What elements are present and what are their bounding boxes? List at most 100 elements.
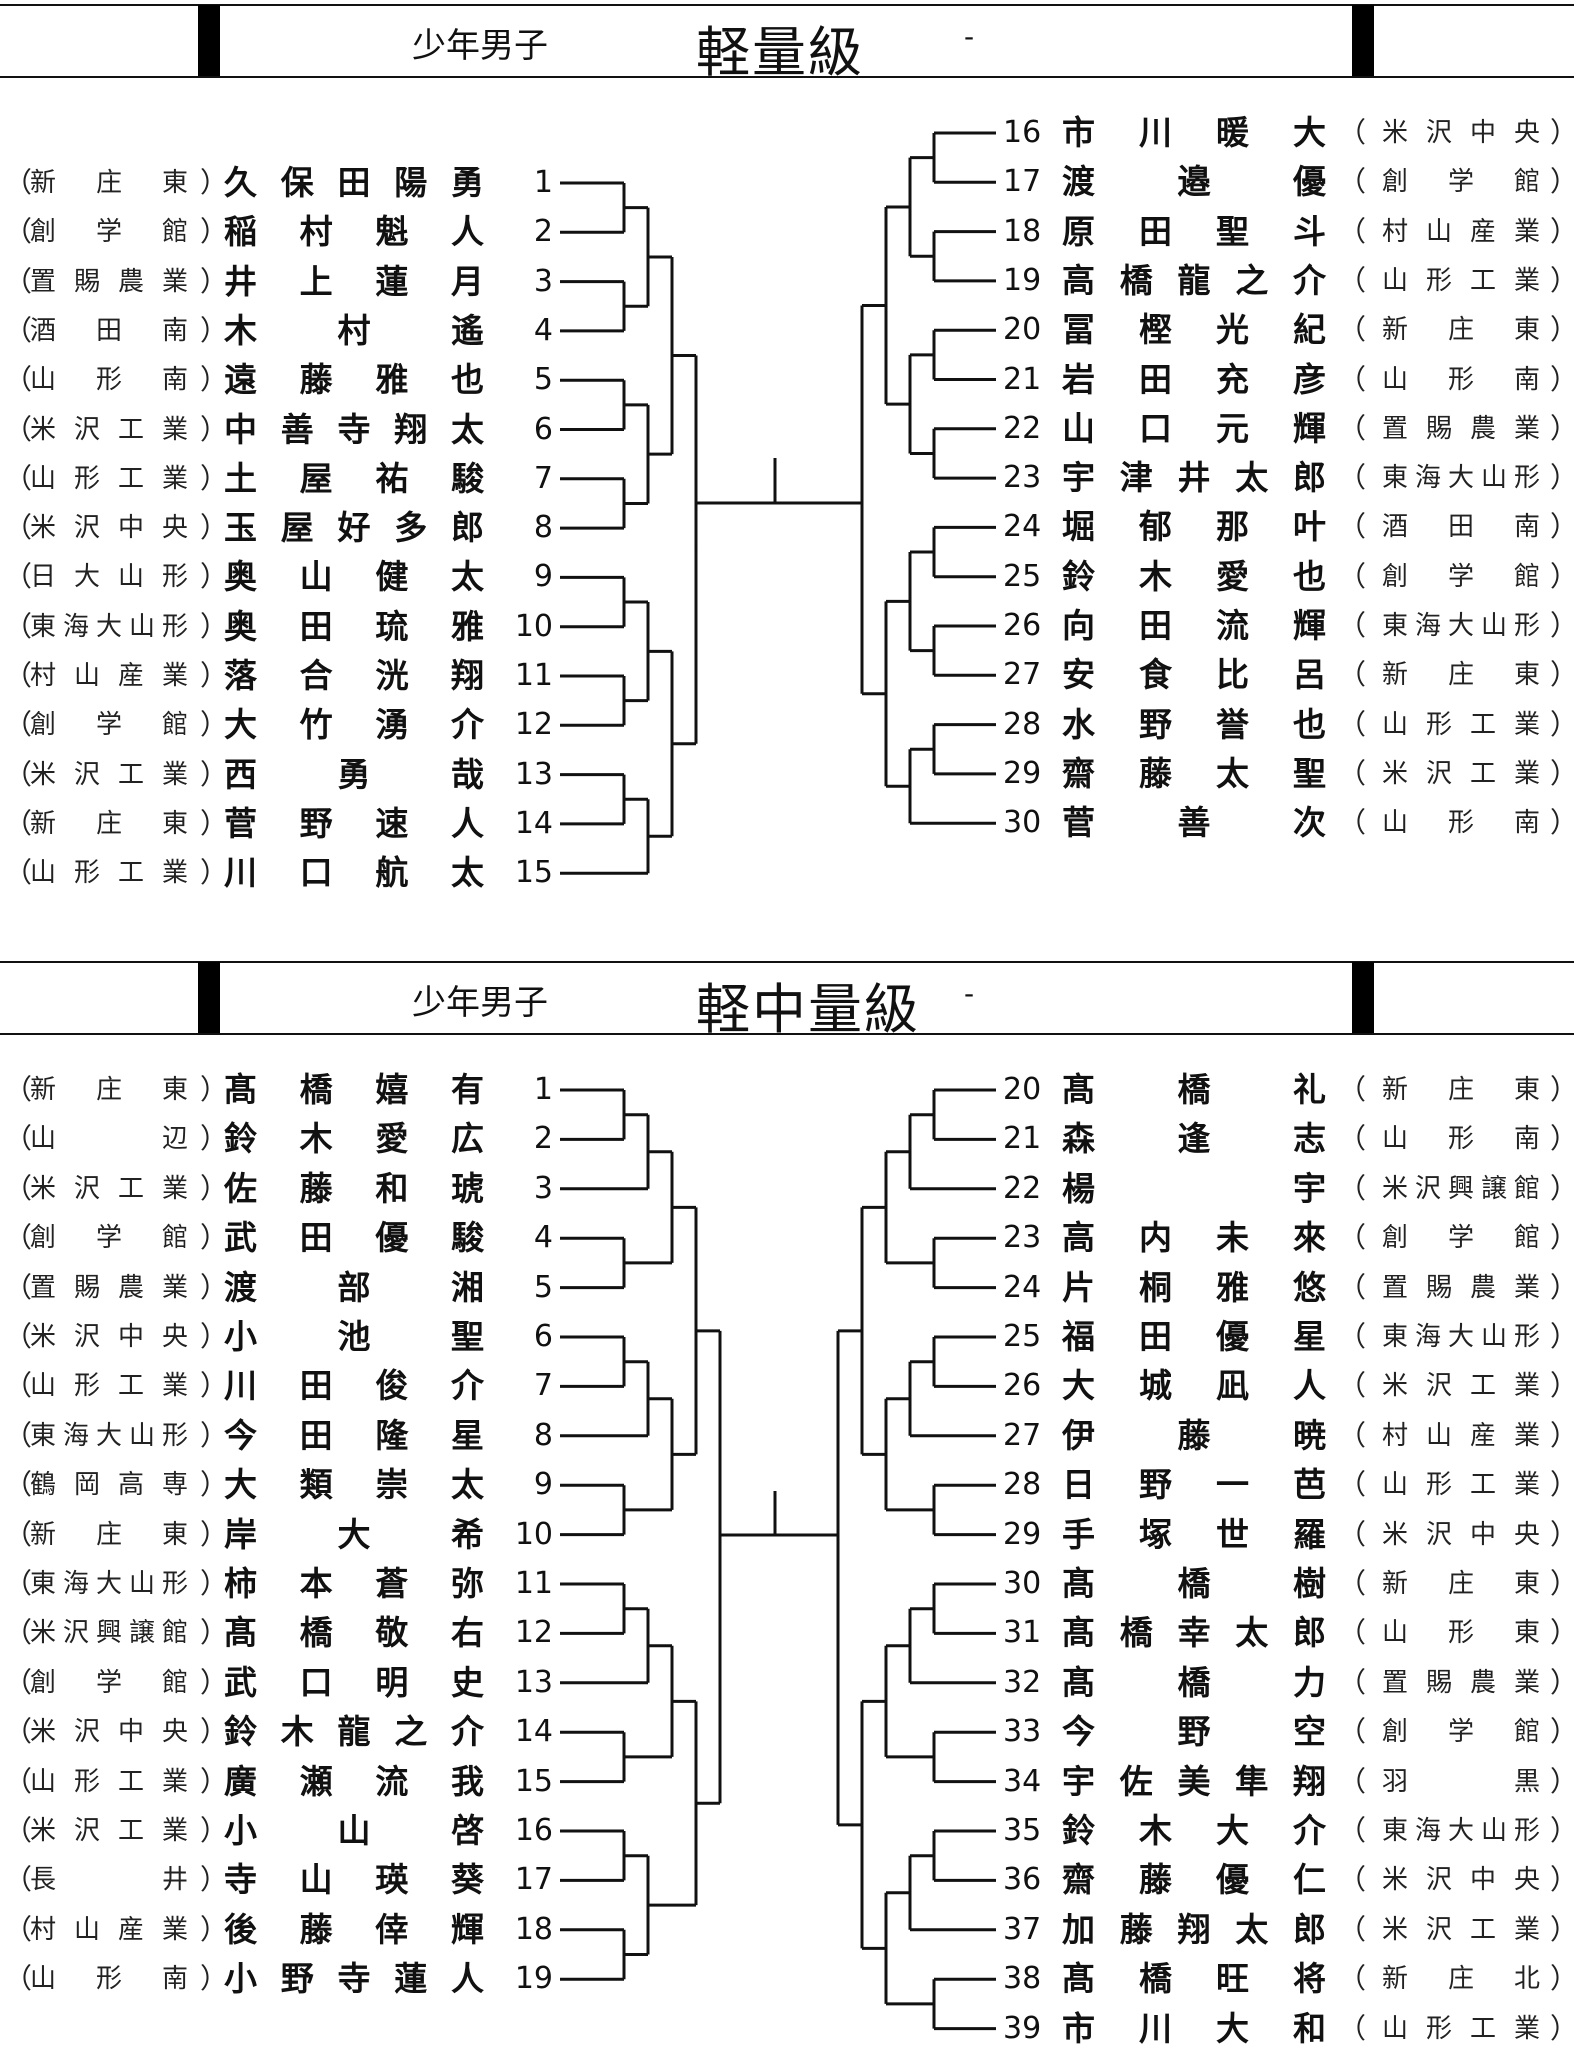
school-char: 山 [1382, 808, 1409, 839]
school-char: 山 [1382, 1470, 1409, 1501]
name-char: 佐 [224, 1168, 257, 1208]
bracket-link [624, 403, 650, 505]
name-char: 奥 [224, 606, 257, 646]
school-char: 米 [1382, 1914, 1409, 1945]
bracket-link [932, 131, 958, 184]
name-char: 小 [224, 1811, 257, 1850]
seed-number: 8 [533, 1417, 553, 1453]
name-char: 人 [451, 212, 484, 252]
bracket-link [884, 205, 910, 406]
school-char: 村 [1382, 1420, 1409, 1451]
name-char: 我 [451, 1761, 484, 1801]
school-char: 業 [162, 661, 189, 691]
bracket-link [932, 1829, 958, 1882]
school-char: 東 [1382, 1322, 1409, 1352]
name-char: 礼 [1293, 1070, 1326, 1109]
paren-close: ） [1550, 1465, 1574, 1505]
paren-open: （ [1338, 1567, 1367, 1600]
school-char: 山 [1426, 1420, 1453, 1451]
school-char: 東 [1514, 1569, 1541, 1599]
name-char: 藤 [299, 1909, 333, 1949]
school-char: 大 [1448, 1816, 1475, 1846]
school-char: 海 [63, 611, 90, 642]
school-char: 新 [1382, 1075, 1409, 1105]
name-char: 蓮 [394, 1959, 428, 1999]
name-char: 川 [224, 853, 257, 893]
name-char: 和 [375, 1168, 409, 1208]
name-char: 世 [1216, 1514, 1249, 1554]
school-char: 央 [1514, 1865, 1541, 1896]
name-char: 葵 [451, 1860, 484, 1900]
bracket-link [932, 1730, 958, 1784]
seed-number: 8 [533, 510, 553, 546]
paren-close: ） [1550, 1564, 1574, 1604]
school-char: 山 [30, 1766, 57, 1797]
paren-close: ） [200, 511, 229, 545]
school-char: 産 [1470, 1420, 1497, 1451]
school-char: 専 [162, 1470, 189, 1501]
name-char: 田 [337, 163, 371, 202]
school-char: 形 [96, 1964, 123, 1995]
name-char: 右 [451, 1613, 484, 1653]
name-char: 旺 [1216, 1959, 1249, 1999]
paren-close: ） [200, 461, 229, 495]
school-char: 庄 [1448, 1075, 1475, 1105]
seed-number: 9 [533, 1467, 553, 1503]
seed-number: 2 [533, 1121, 553, 1157]
school-char: 央 [162, 513, 189, 544]
school-char: 黒 [1514, 1766, 1541, 1797]
school-char: 産 [118, 1914, 145, 1945]
name-char: 日 [1062, 1465, 1095, 1505]
school-char: 館 [1514, 561, 1541, 592]
seed-number: 14 [514, 1714, 553, 1750]
paren-close: ） [1550, 1317, 1574, 1357]
name-char: 太 [1216, 753, 1249, 793]
name-char: 倖 [375, 1909, 409, 1949]
name-char: 菅 [1062, 803, 1095, 843]
school-char: 業 [162, 759, 189, 790]
name-char: 木 [1139, 1811, 1172, 1850]
name-char: 呂 [1293, 655, 1326, 695]
school-char: 譲 [1481, 1173, 1508, 1204]
paren-open: （ [4, 1418, 33, 1452]
name-char: 大 [224, 705, 257, 745]
school-char: 業 [162, 1173, 189, 1204]
section-header: 少年男子 軽量級 - [0, 0, 1574, 84]
school-char: 沢 [1415, 1173, 1442, 1204]
paren-close: ） [200, 264, 229, 298]
paren-open: （ [1338, 313, 1367, 347]
school-char: 大 [74, 562, 101, 593]
school-char: 山 [30, 463, 57, 494]
name-char: 元 [1216, 408, 1249, 448]
school-char: 東 [162, 1075, 189, 1105]
school-char: 形 [1514, 1322, 1541, 1352]
paren-close: ） [200, 1073, 229, 1106]
school-char: 沢 [1426, 118, 1453, 148]
name-char: 流 [375, 1761, 409, 1801]
school-char: 庄 [96, 808, 123, 839]
name-char: 内 [1139, 1218, 1172, 1258]
seed-number: 28 [1003, 1467, 1042, 1503]
paren-open: （ [4, 1270, 33, 1304]
school-char: 米 [30, 1322, 57, 1352]
name-char: 介 [1293, 1811, 1326, 1850]
school-char: 形 [1514, 1816, 1541, 1846]
school-char: 形 [1426, 709, 1453, 740]
paren-open: （ [4, 1320, 33, 1353]
name-char: 橋 [1177, 1070, 1211, 1109]
name-char: 敬 [375, 1613, 409, 1653]
name-char: 橋 [299, 1070, 333, 1109]
name-char: 郎 [1293, 458, 1326, 498]
